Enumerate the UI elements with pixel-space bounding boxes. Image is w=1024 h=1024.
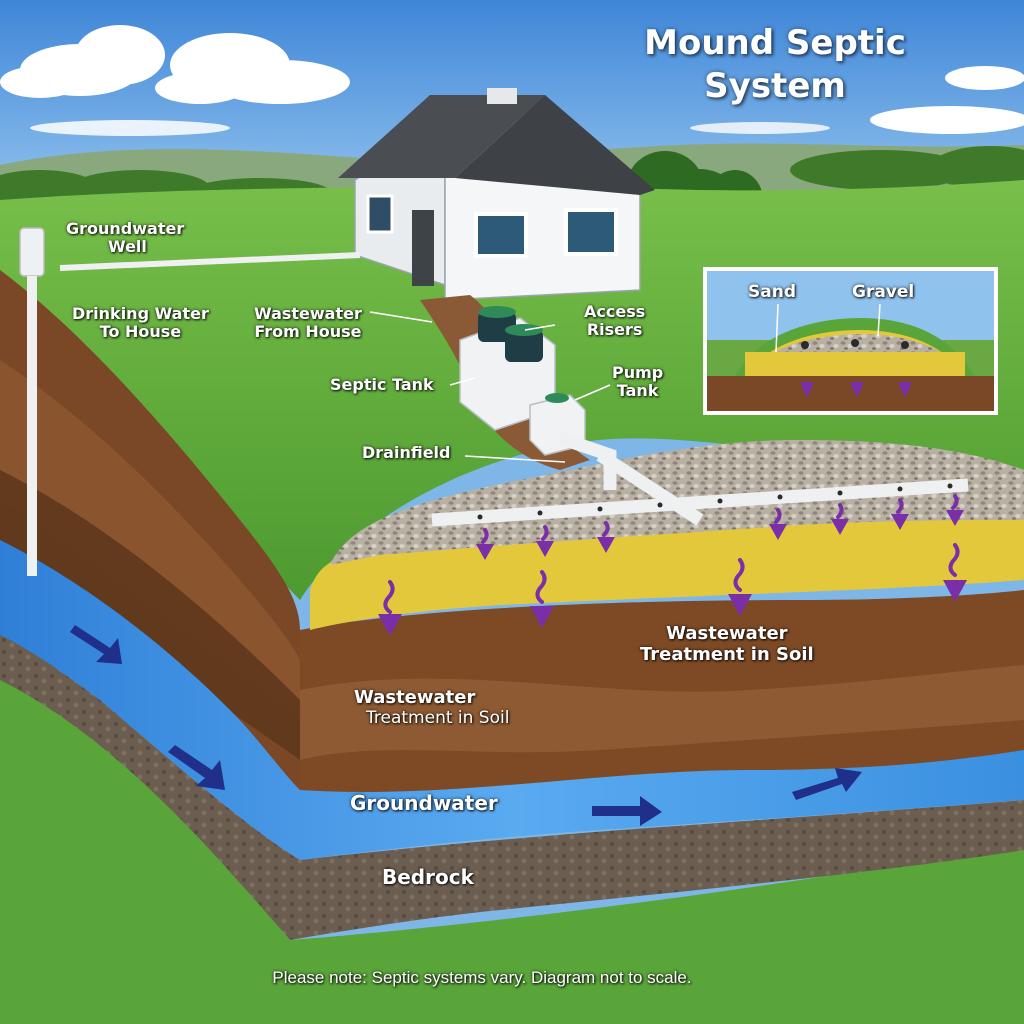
inset-cross-section: [703, 267, 998, 415]
inset-arrows: [800, 382, 912, 398]
label-treatment-left: Wastewater Treatment in Soil: [354, 687, 510, 728]
diagram-title: Mound Septic System: [600, 22, 950, 107]
right-soil-band: [300, 665, 1024, 760]
label-pump-tank: Pump Tank: [612, 363, 664, 401]
groundwater-well: [19, 227, 45, 576]
left-soil-band-2: [0, 470, 300, 760]
groundwater-arrows: [70, 625, 862, 826]
flow-arrow: [891, 498, 909, 530]
label-groundwater: Groundwater: [350, 791, 498, 815]
flow-arrow: [831, 503, 849, 535]
inset-pipes: [801, 339, 909, 349]
label-septic-tank: Septic Tank: [330, 375, 434, 394]
groundwater-layer: [0, 540, 1024, 860]
flow-arrow: [943, 543, 967, 602]
label-treatment-right: Wastewater Treatment in Soil: [640, 623, 814, 665]
label-access-risers: Access Risers: [584, 302, 646, 340]
label-drainfield: Drainfield: [362, 443, 451, 462]
leader-lines: [369, 311, 611, 463]
flow-arrows: [378, 494, 967, 636]
label-groundwater-well: Groundwater Well: [66, 219, 185, 257]
water-arrow: [792, 768, 862, 800]
title-line-1: Mound Septic: [644, 23, 906, 63]
flow-arrow: [769, 508, 787, 540]
water-arrow: [168, 745, 225, 790]
water-arrow: [592, 796, 662, 826]
inset-label-gravel: Gravel: [852, 282, 915, 302]
disclaimer-note: Please note: Septic systems vary. Diagra…: [272, 968, 692, 987]
label-wastewater-from-house: Wastewater From House: [254, 304, 362, 342]
title-line-2: System: [704, 65, 846, 106]
clouds: [0, 25, 1024, 136]
water-arrow: [70, 625, 122, 664]
flow-arrow: [536, 525, 554, 557]
pipe-holes: [477, 483, 953, 520]
septic-tank: [459, 306, 556, 431]
foreground-grass: [0, 640, 1024, 1024]
label-bedrock: Bedrock: [382, 865, 474, 889]
flow-arrow: [378, 580, 402, 636]
flow-arrow: [530, 570, 554, 628]
flow-arrow: [476, 528, 494, 560]
drainfield-pipe: [431, 478, 969, 527]
flow-arrow: [946, 494, 964, 526]
inset-label-sand: Sand: [748, 282, 796, 302]
water-line-pipe: [59, 252, 361, 271]
label-drinking-water: Drinking Water To House: [72, 304, 209, 342]
flow-arrow: [728, 558, 752, 616]
bedrock-layer: [0, 635, 1024, 940]
house: [338, 88, 655, 301]
flow-arrow: [597, 521, 615, 553]
